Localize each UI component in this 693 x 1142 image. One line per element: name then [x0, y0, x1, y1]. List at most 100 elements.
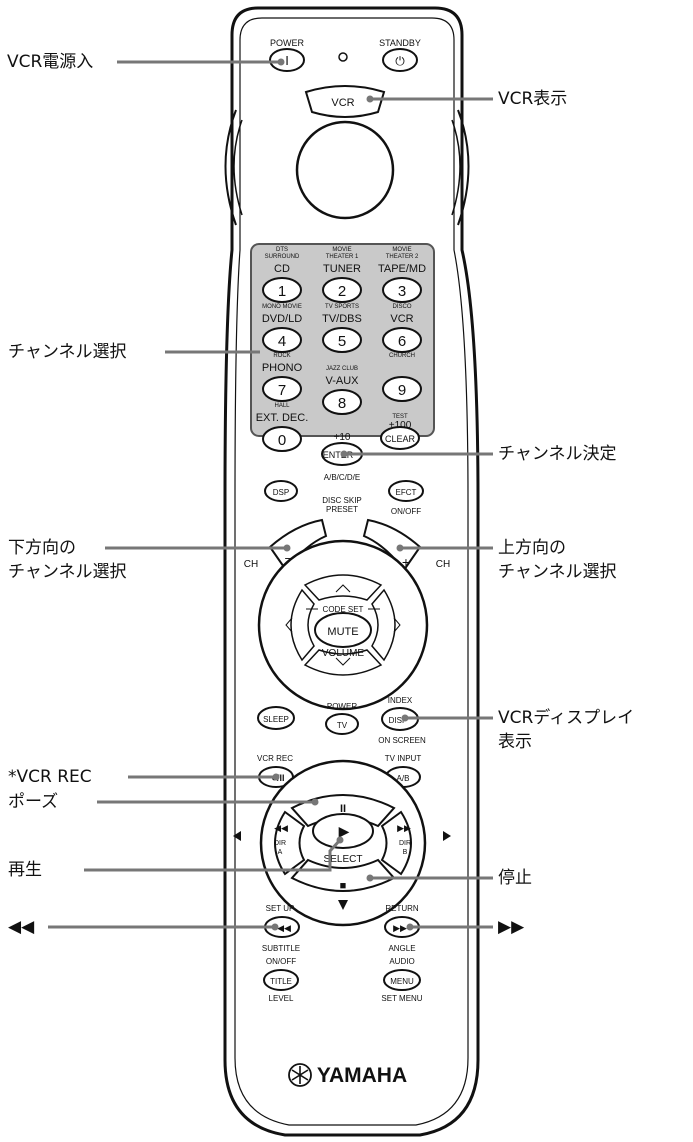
pause-symbol: II	[340, 803, 346, 815]
ch-right-label: CH	[436, 559, 450, 570]
power-label: POWER	[270, 38, 305, 48]
dir-b-button[interactable]	[380, 810, 412, 876]
numpad-key-button[interactable]	[322, 327, 362, 353]
numpad-sub1-label: MOVIE	[332, 247, 351, 253]
numpad-key-digit: 9	[398, 382, 406, 399]
jog-dial[interactable]	[295, 120, 395, 220]
numpad-sub2-label: TV SPORTS	[325, 304, 359, 310]
callout-channel-select: チャンネル選択	[8, 342, 127, 362]
numpad-key-6[interactable]: DISCO VCR 6	[382, 304, 422, 353]
numpad-key-digit: 4	[278, 333, 286, 350]
dir-a-button[interactable]	[274, 810, 306, 876]
standby-button[interactable]	[382, 48, 418, 72]
disc-skip-label: DISC SKIP	[322, 496, 362, 505]
numpad-main-label: TUNER	[323, 263, 361, 275]
numpad-sub1-label: DTS	[276, 247, 288, 253]
volume-right-button[interactable]	[371, 588, 396, 662]
play-button[interactable]	[312, 813, 374, 849]
numpad-main-label: TAPE/MD	[378, 263, 426, 275]
channel-up-symbol: +	[402, 554, 410, 570]
numpad-main-label: VCR	[390, 313, 413, 325]
set-menu-label: SET MENU	[381, 994, 422, 1003]
numpad-main-label: EXT. DEC.	[256, 412, 309, 424]
down-triangle-icon	[338, 900, 348, 910]
numpad-main-label: DVD/LD	[262, 313, 302, 325]
numpad-sub2-label: SURROUND	[265, 254, 300, 260]
numpad-key-4[interactable]: MONO MOVIE DVD/LD 4	[262, 304, 302, 353]
vcr-power-button[interactable]	[269, 48, 305, 72]
right-triangle-icon	[443, 831, 451, 841]
tv-up-arrow-icon	[335, 584, 351, 593]
vcr-display-label: VCR	[331, 97, 354, 109]
numpad-sub2-label: DISCO	[392, 304, 411, 310]
volume-left-button[interactable]	[290, 588, 315, 662]
numpad-key-button[interactable]	[262, 376, 302, 402]
dir-a-label: DIR	[274, 840, 286, 847]
numpad-key-button[interactable]	[262, 277, 302, 303]
numpad-key-button[interactable]	[322, 389, 362, 415]
audio-label: AUDIO	[389, 957, 414, 966]
plus10-label: +10	[334, 432, 351, 443]
callout-up-channel-line2: チャンネル選択	[498, 562, 617, 582]
numpad-key-button[interactable]	[382, 376, 422, 402]
set-up-label: SET UP	[266, 904, 295, 913]
numpad-key-button[interactable]	[382, 277, 422, 303]
tv-power-button[interactable]	[325, 713, 359, 735]
vcr-power-symbol: I	[285, 53, 289, 68]
title-button[interactable]	[263, 969, 299, 991]
numpad-key-button[interactable]	[262, 426, 302, 452]
numpad-key-button[interactable]	[382, 327, 422, 353]
enter-label: ENTER	[323, 450, 354, 460]
menu-button[interactable]	[383, 969, 421, 991]
callout-channel-enter: チャンネル決定	[498, 444, 617, 464]
select-label: SELECT	[324, 854, 363, 865]
disp-label: DISP	[389, 716, 408, 725]
stop-symbol: ■	[340, 880, 347, 892]
efct-label: EFCT	[396, 488, 417, 497]
efct-onoff-label: ON/OFF	[391, 507, 421, 516]
callout-down-channel-line2: チャンネル選択	[8, 562, 127, 582]
mute-label: MUTE	[327, 626, 358, 638]
standby-label: STANDBY	[379, 38, 421, 48]
clear-button[interactable]	[380, 426, 420, 450]
power2-label: POWER	[327, 702, 357, 711]
numpad-sub2-label: MONO MOVIE	[262, 304, 302, 310]
callout-vcr-display: VCR表示	[498, 89, 568, 109]
efct-button[interactable]	[388, 480, 424, 502]
numpad-key-5[interactable]: TV SPORTS TV/DBS 5	[322, 304, 362, 353]
vcr-rec-label: VCR REC	[257, 754, 293, 763]
title-label: TITLE	[270, 977, 292, 986]
callout-stop: 停止	[498, 868, 532, 888]
mute-button[interactable]	[314, 612, 372, 648]
numpad-main-label: TV/DBS	[322, 313, 362, 325]
tv-down-arrow-icon	[335, 657, 351, 666]
numpad-main-label: PHONO	[262, 362, 303, 374]
sleep-label: SLEEP	[263, 715, 289, 724]
numpad-key-digit: 5	[338, 333, 346, 350]
numpad-sub2-label: HALL	[274, 403, 290, 409]
vcr-display-button[interactable]	[304, 85, 386, 118]
dsp-button[interactable]	[264, 480, 298, 502]
sleep-button[interactable]	[257, 706, 295, 730]
tv-power-label: TV	[337, 721, 348, 730]
numpad-key-button[interactable]	[262, 327, 302, 353]
numpad-key-button[interactable]	[322, 277, 362, 303]
numpad-main-label: V-AUX	[325, 375, 359, 387]
dir-b-label2: B	[403, 849, 408, 856]
numpad-key-digit: 6	[398, 333, 406, 350]
volume-right-arrow-icon	[393, 617, 401, 633]
tv-up-button[interactable]	[303, 574, 383, 601]
tv-down-button[interactable]	[303, 649, 383, 676]
subtitle-label: SUBTITLE	[262, 944, 300, 953]
angle-label: ANGLE	[388, 944, 415, 953]
callout-vcr-display-mode-line1: VCRディスプレイ	[498, 708, 635, 728]
preset-label: PRESET	[326, 505, 358, 514]
